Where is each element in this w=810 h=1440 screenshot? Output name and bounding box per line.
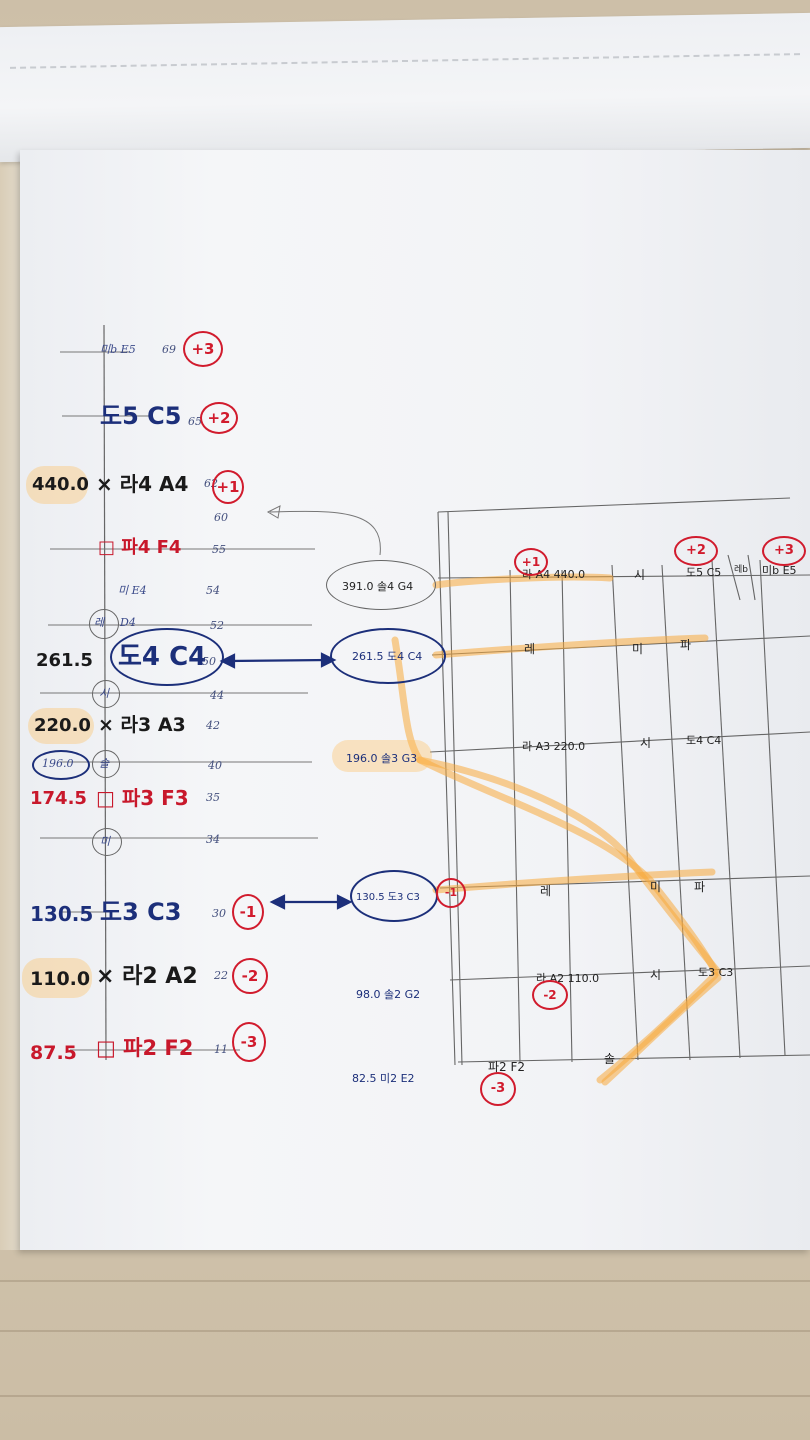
note-f3-label: □ 파3 F3 [96, 786, 189, 810]
badge-plus1: +1 [212, 470, 244, 504]
row1-cell-e5: 미b E5 [762, 564, 797, 577]
note-a4-num: 62 [204, 477, 218, 490]
row6-label: 82.5 미2 E2 [352, 1072, 415, 1085]
grid-badge-minus2: -2 [532, 980, 568, 1010]
row3-cell-a3: 라 A3 220.0 [522, 740, 586, 753]
paper-sheet [20, 150, 810, 1250]
row3-cell-b: 시 [640, 736, 652, 750]
note-d4-circ: 레 [94, 616, 105, 629]
row5-cell-b: 시 [650, 968, 662, 982]
note-b3-circ: 시 [99, 687, 110, 700]
row4-cell-e: 미 [650, 880, 662, 894]
note-a2-num: 22 [214, 969, 228, 982]
note-g3-freq: 196.0 [42, 757, 74, 770]
row5-cell-c3: 도3 C3 [698, 966, 734, 979]
note-a3-label: × 라3 A3 [98, 714, 186, 736]
row1-cell-b: 시 [634, 568, 646, 582]
note-g3-num: 40 [208, 759, 222, 772]
row3-label: 196.0 솔3 G3 [346, 752, 418, 765]
grid-badge-plus1: +1 [514, 548, 548, 576]
note-c4-num: 50 [202, 655, 216, 668]
row1-label: 391.0 솔4 G4 [342, 580, 414, 593]
note-g3-circ: 솔 [99, 757, 110, 770]
note-c5-label: 도5 C5 [100, 402, 182, 430]
note-f2-num: 11 [214, 1043, 228, 1056]
note-f2-label: □ 파2 F2 [96, 1036, 194, 1060]
badge-plus3: +3 [183, 331, 223, 367]
note-e4-num: 54 [206, 584, 220, 597]
row4-cell-f: 파 [694, 880, 706, 894]
grid-badge-minus1: -1 [436, 878, 466, 908]
note-f4-num: 55 [212, 543, 226, 556]
row4-label: 130.5 도3 C3 [356, 892, 420, 903]
row2-cell-f: 파 [680, 638, 692, 652]
row6-cell-g: 솔 [604, 1052, 616, 1066]
note-c4-freq: 261.5 [36, 650, 93, 671]
note-c4-label: 도4 C4 [118, 642, 207, 672]
badge-plus2: +2 [200, 402, 238, 434]
note-a4-freq: 440.0 [32, 474, 89, 495]
grid-badge-plus3: +3 [762, 536, 806, 566]
note-a2-freq: 110.0 [30, 968, 91, 990]
badge-minus3: -3 [232, 1022, 266, 1062]
g3-freq-circle [32, 750, 90, 780]
note-c5-num: 65 [188, 415, 202, 428]
badge-minus1: -1 [232, 894, 264, 930]
note-e5-label: 미b E5 [100, 343, 136, 356]
note-f3-freq: 174.5 [30, 788, 87, 809]
c4-circle [110, 628, 224, 686]
note-c3-freq: 130.5 [30, 902, 94, 926]
row2-oval [330, 628, 446, 684]
note-f2-freq: 87.5 [30, 1042, 77, 1064]
row1-cell-c5: 도5 C5 [686, 566, 722, 579]
note-a3-freq: 220.0 [34, 715, 91, 736]
note-b3-num: 44 [210, 689, 224, 702]
note-e5-num: 69 [162, 343, 176, 356]
note-e3-circ: 미 [100, 835, 111, 848]
note-a2-label: × 라2 A2 [96, 964, 198, 989]
row2-label: 261.5 도4 C4 [352, 650, 423, 663]
row2-cell-e: 미 [632, 642, 644, 656]
note-d4-label: D4 [120, 616, 136, 629]
note-e4-label: 미 E4 [118, 584, 147, 597]
grid-badge-plus2: +2 [674, 536, 718, 566]
note-f3-num: 35 [206, 791, 220, 804]
note-f4-label: □ 파4 F4 [98, 537, 182, 558]
row3-cell-c4: 도4 C4 [686, 734, 722, 747]
row5-label: 98.0 솔2 G2 [356, 988, 421, 1001]
grid-badge-minus3: -3 [480, 1072, 516, 1106]
row6-cell-f2: 파2 F2 [488, 1060, 526, 1074]
note-c3-label: 도3 C3 [100, 898, 182, 926]
note-d4-num: 52 [210, 619, 224, 632]
note-c3-num: 30 [212, 907, 226, 920]
note-e3-num: 34 [206, 833, 220, 846]
row4-cell-d: 레 [540, 884, 552, 898]
note-a4-label: × 라4 A4 [96, 472, 189, 496]
row1-cell-d: 레b [734, 565, 748, 575]
badge-minus2: -2 [232, 958, 268, 994]
note-a3-num: 42 [206, 719, 220, 732]
row1-oval [326, 560, 436, 610]
note-60-num: 60 [214, 511, 228, 524]
row2-cell-d: 레 [524, 642, 536, 656]
